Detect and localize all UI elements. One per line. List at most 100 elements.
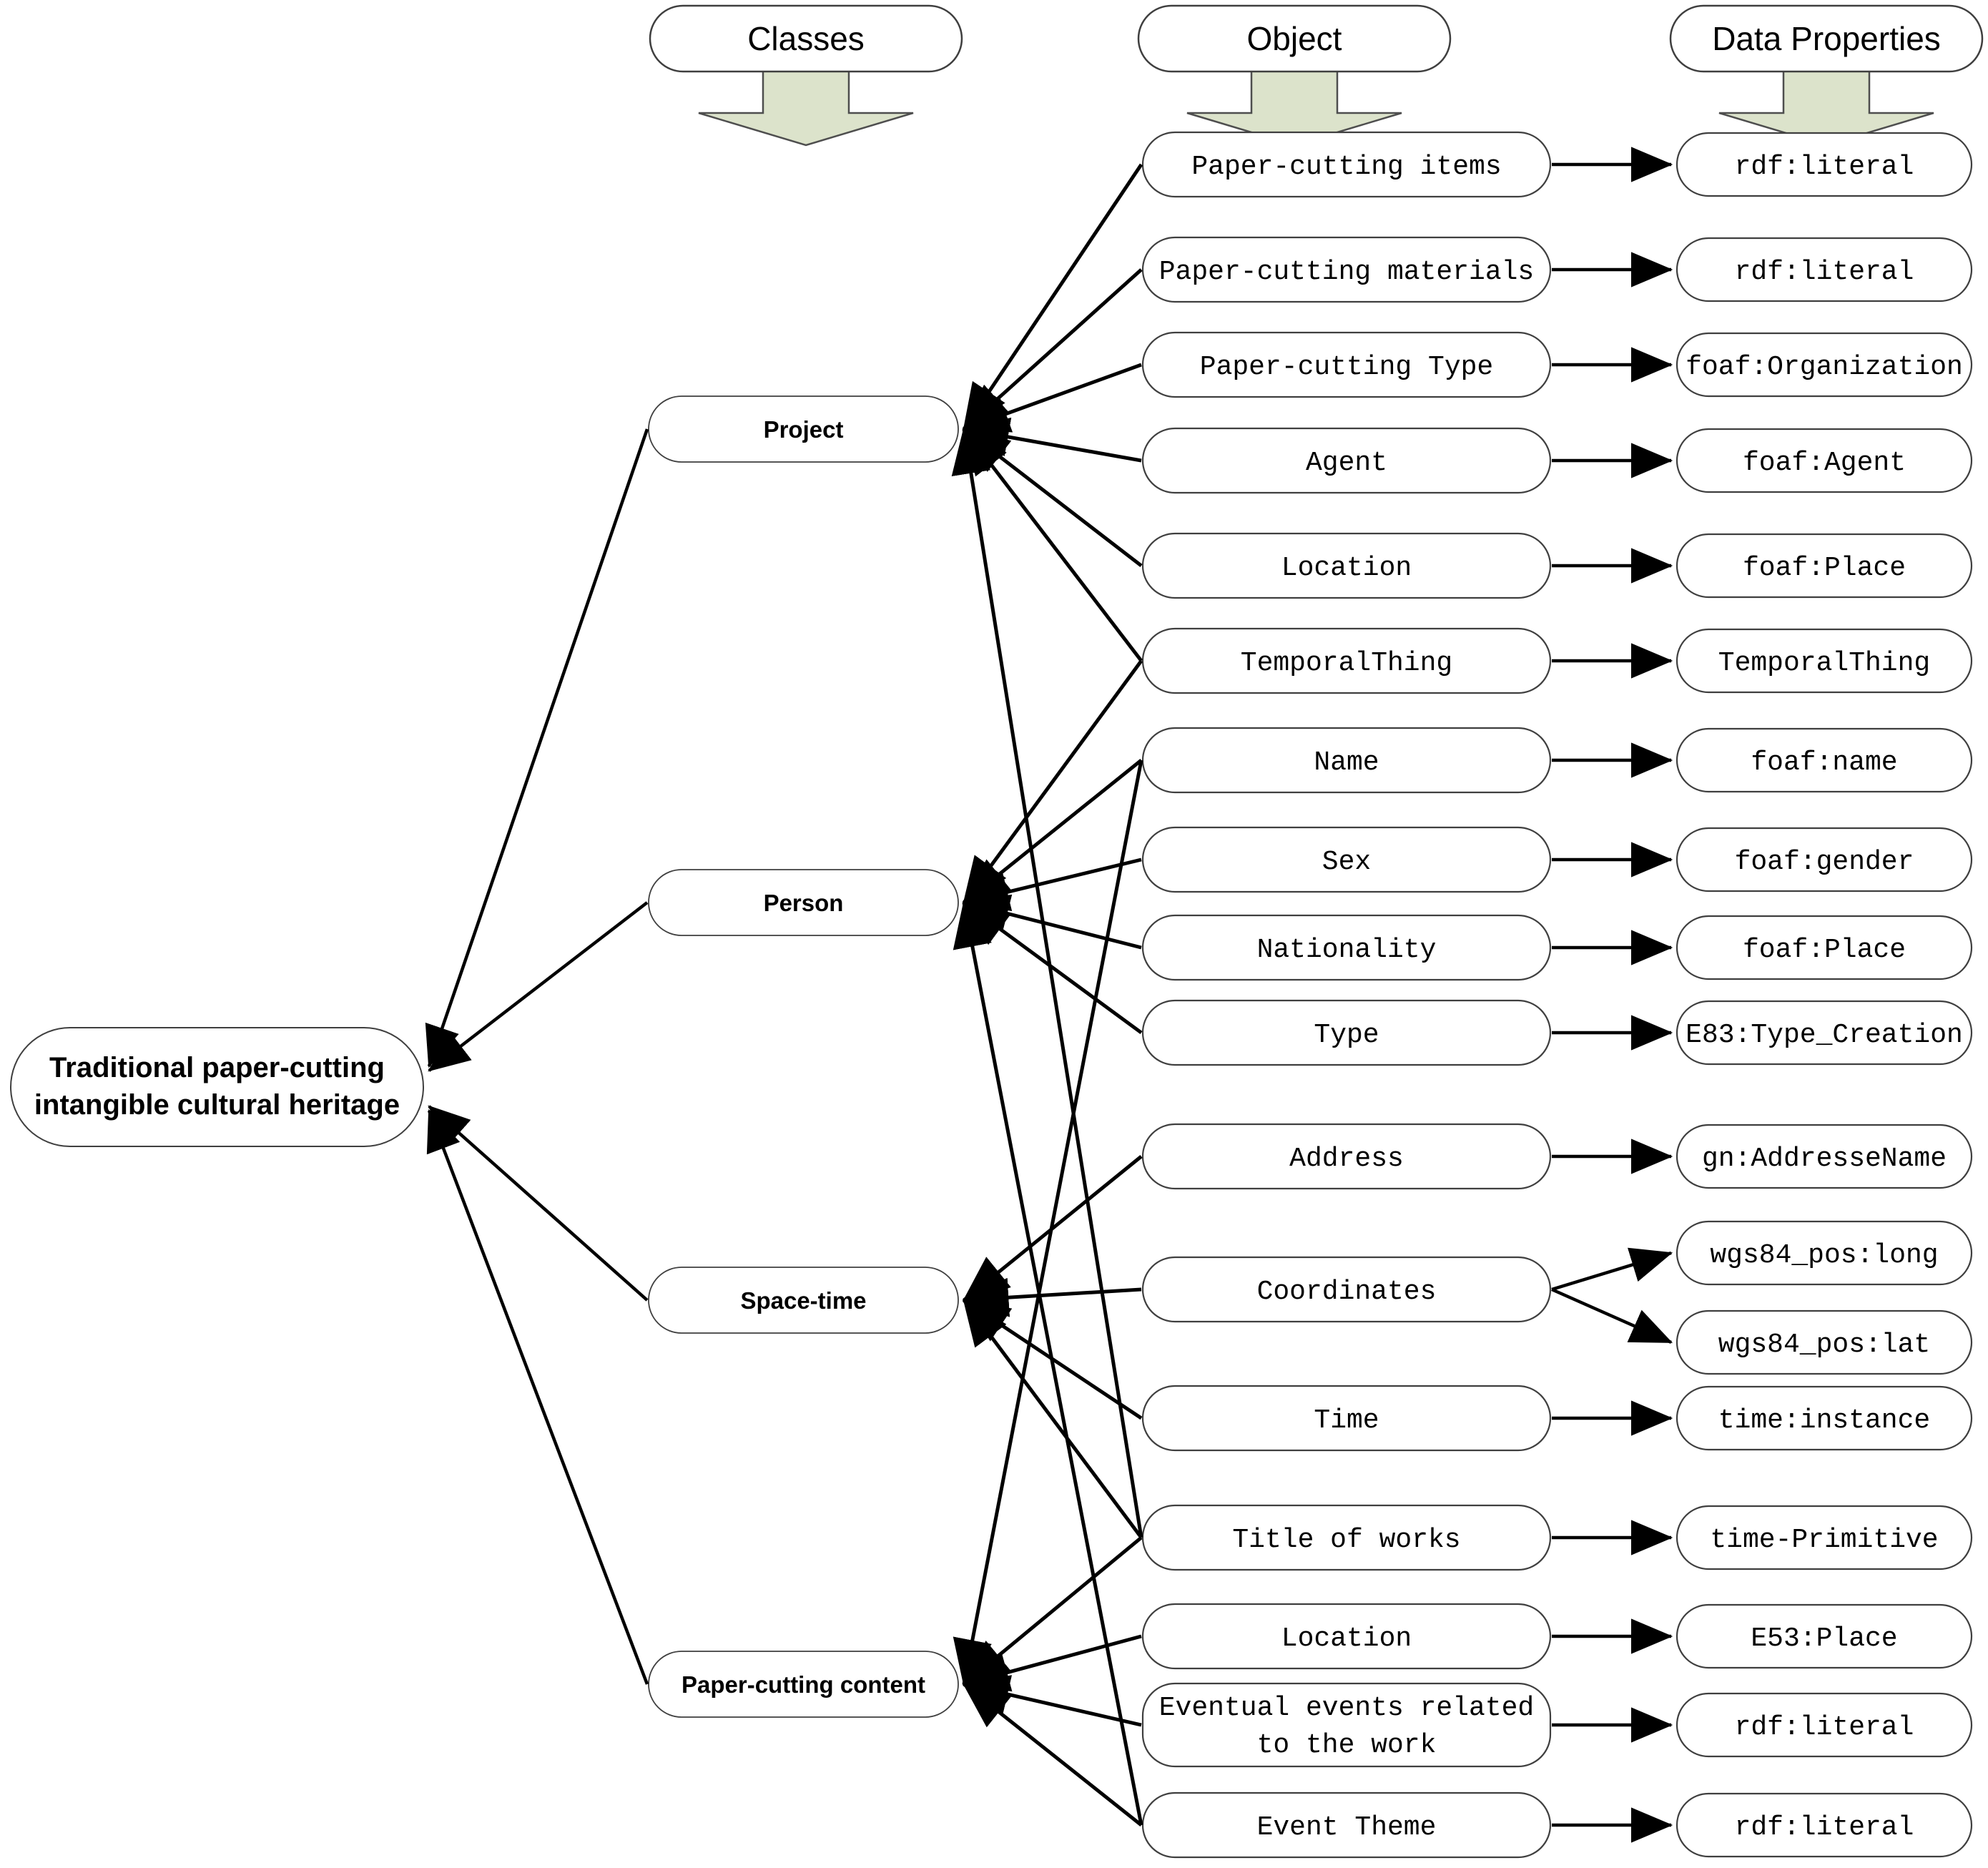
dataprop-node-label: wgs84_pos:lat (1718, 1329, 1930, 1360)
object-node-sex[interactable] (1141, 826, 1552, 893)
classes-down-arrow-icon (698, 67, 914, 147)
dataprop-node-dp10[interactable] (1675, 1124, 1973, 1189)
dataprop-node-label: time:instance (1718, 1405, 1930, 1436)
class-node-spacetime[interactable] (648, 1267, 959, 1334)
object-node-label: Nationality (1257, 935, 1437, 965)
edge-items-to-project (962, 163, 1143, 431)
object-node-label: Type (1314, 1020, 1379, 1051)
header-data_properties[interactable] (1669, 4, 1984, 73)
edge-type-to-person (962, 900, 1143, 1035)
class-node-label: Paper-cutting content (681, 1671, 925, 1698)
header-classes-label: Classes (747, 20, 865, 57)
edge-theme-to-content (963, 1683, 1143, 1827)
object-node-label: Time (1314, 1405, 1379, 1436)
edge-lines (425, 147, 1673, 1843)
object-node-label: Paper-cutting materials (1159, 257, 1535, 287)
edge-temporal-to-project (963, 428, 1143, 662)
object-node-label: Location (1281, 1623, 1412, 1654)
object-node-agent[interactable] (1141, 427, 1552, 494)
object-node-title[interactable] (1141, 1504, 1552, 1571)
edge-person-to-root (428, 901, 649, 1072)
edge-project-to-root (425, 428, 649, 1068)
dataprop-node-dp12[interactable] (1675, 1309, 1973, 1375)
root-node[interactable] (10, 1027, 424, 1147)
object-node-label: Sex (1322, 847, 1371, 878)
class-node-label: Person (764, 890, 844, 916)
root-node-label: Traditional paper-cutting (49, 1052, 385, 1083)
edge-theme-to-person (953, 900, 1143, 1826)
header-object[interactable] (1137, 4, 1452, 73)
object-node-label: Agent (1306, 448, 1387, 478)
dataprop-node-dp8[interactable] (1675, 915, 1973, 980)
dataprop-node-dp5[interactable] (1675, 628, 1973, 694)
edge-coordinates-to-dp11 (1551, 1247, 1673, 1292)
dataprop-node-dp11[interactable] (1675, 1220, 1973, 1286)
dataprop-node-dp1[interactable] (1675, 237, 1973, 303)
dataprop-node-dp16[interactable] (1675, 1692, 1973, 1758)
object-down-arrow-icon (1186, 67, 1402, 147)
dataprop-node-dp14[interactable] (1675, 1505, 1973, 1570)
object-node-label: Address (1289, 1144, 1404, 1174)
object-node-name[interactable] (1141, 727, 1552, 794)
object-node-location1[interactable] (1141, 532, 1552, 599)
object-node-events[interactable] (1141, 1682, 1552, 1768)
dataprop-node-dp13[interactable] (1675, 1385, 1973, 1451)
edge-coordinates-to-dp12 (1551, 1287, 1673, 1345)
dataprop-node-dp9[interactable] (1675, 1000, 1973, 1066)
edge-materials-to-project (963, 268, 1143, 431)
object-node-label: Paper-cutting Type (1200, 352, 1493, 383)
object-node-label: Location (1281, 553, 1412, 584)
object-node-label: Coordinates (1257, 1277, 1437, 1307)
class-node-label: Space-time (740, 1287, 866, 1314)
dataprop-node-label: E83:Type_Creation (1686, 1020, 1963, 1051)
edge-content-to-root (426, 1108, 649, 1685)
dataprop-node-dp2[interactable] (1675, 332, 1973, 398)
edge-coordinates-to-spacetime (962, 1277, 1142, 1317)
dataprop-node-label: foaf:Place (1743, 553, 1906, 584)
dataprop-node-label: foaf:Organization (1686, 352, 1963, 383)
data-properties-down-arrow-icon (1718, 67, 1934, 147)
dataprop-node-label: wgs84_pos:long (1710, 1240, 1938, 1271)
object-node-address[interactable] (1141, 1123, 1552, 1190)
dataprop-node-label: gn:AddresseName (1702, 1144, 1947, 1174)
class-node-label: Project (764, 416, 844, 443)
dataprop-node-label: rdf:literal (1735, 1812, 1914, 1843)
edge-title-to-project (951, 427, 1143, 1538)
object-node-type[interactable] (1141, 999, 1552, 1066)
edge-spacetime-to-root (428, 1105, 649, 1302)
dataprop-node-dp15[interactable] (1675, 1603, 1973, 1669)
dataprop-node-dp4[interactable] (1675, 533, 1973, 599)
object-node-label: to the work (1257, 1730, 1437, 1761)
edge-nationality-to-person (962, 894, 1142, 950)
object-node-materials[interactable] (1141, 236, 1552, 303)
object-node-theme[interactable] (1141, 1791, 1552, 1859)
dataprop-node-dp7[interactable] (1675, 827, 1973, 893)
object-node-label: TemporalThing (1241, 648, 1452, 679)
dataprop-node-dp0[interactable] (1675, 132, 1973, 197)
edge-title-to-content (963, 1536, 1143, 1686)
edge-name-to-content (953, 760, 1143, 1686)
dataprop-node-label: rdf:literal (1735, 152, 1914, 182)
dataprop-node-dp17[interactable] (1675, 1792, 1973, 1858)
edge-title-to-spacetime (962, 1298, 1143, 1539)
dataprop-node-label: foaf:Agent (1743, 448, 1906, 478)
header-classes[interactable] (649, 4, 963, 73)
object-node-coordinates[interactable] (1141, 1256, 1552, 1323)
header-data_properties-label: Data Properties (1712, 20, 1941, 57)
object-node-ptype[interactable] (1141, 331, 1552, 398)
dataprop-node-label: rdf:literal (1735, 1712, 1914, 1743)
header-block-arrows (698, 67, 1934, 147)
object-node-nationality[interactable] (1141, 914, 1552, 981)
dataprop-node-dp3[interactable] (1675, 428, 1973, 493)
object-node-location2[interactable] (1141, 1603, 1552, 1670)
object-node-items[interactable] (1141, 131, 1552, 198)
object-node-label: Paper-cutting items (1191, 152, 1501, 182)
object-node-temporal[interactable] (1141, 627, 1552, 694)
object-node-label: Title of works (1232, 1525, 1460, 1555)
dataprop-node-label: foaf:Place (1743, 935, 1906, 965)
root-node-label: intangible cultural heritage (34, 1089, 400, 1121)
object-node-time[interactable] (1141, 1385, 1552, 1452)
dataprop-node-dp6[interactable] (1675, 727, 1973, 793)
